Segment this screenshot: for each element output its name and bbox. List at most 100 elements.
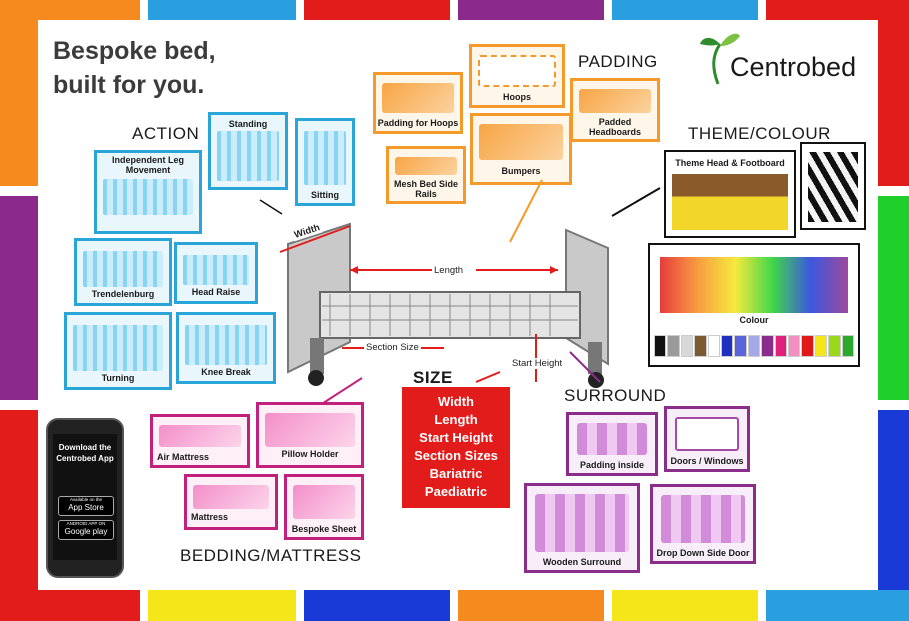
bed-frame-illustration <box>279 222 609 388</box>
caption: Sitting <box>311 190 339 200</box>
surround-wooden: Wooden Surround <box>524 483 640 573</box>
brand-name: Centrobed <box>730 52 857 82</box>
bedding-illustration <box>193 485 269 509</box>
frame-block <box>0 410 38 621</box>
surround-doors-windows: Doors / Windows <box>664 406 750 472</box>
padding-illustration <box>579 89 651 113</box>
bed-diagram <box>270 222 630 390</box>
centrobed-logo[interactable]: Centrobed <box>698 28 878 88</box>
bed-illustration <box>103 179 193 215</box>
colour-swatch <box>694 335 707 357</box>
bed-illustration <box>73 325 163 371</box>
google-play-badge[interactable]: ANDROID APP ON Google play <box>58 520 114 540</box>
colour-swatch <box>774 335 788 357</box>
action-independent-leg: Independent Leg Movement <box>94 150 202 234</box>
bedding-mattress: Mattress <box>184 474 278 530</box>
colour-swatches <box>654 335 855 357</box>
caption: Padding for Hoops <box>377 118 459 128</box>
bedding-illustration <box>159 425 241 447</box>
action-standing: Standing <box>208 112 288 190</box>
surround-illustration <box>577 423 647 455</box>
section-size: SIZE <box>413 368 453 387</box>
headline: Bespoke bed, built for you. <box>53 34 293 102</box>
frame-block <box>304 0 450 20</box>
bed-section-label: Section Size <box>364 342 421 353</box>
frame-block <box>148 590 296 621</box>
bedding-air-mattress: Air Mattress <box>150 414 250 468</box>
frame-block <box>878 410 909 621</box>
bed-illustration <box>183 255 249 285</box>
leaf-logo-icon <box>700 33 740 85</box>
section-action: ACTION <box>132 124 200 143</box>
section-surround: SURROUND <box>564 386 667 405</box>
caption: Padded Headboards <box>588 117 641 137</box>
bed-illustration <box>185 325 267 365</box>
theme-colour: Colour <box>648 243 860 367</box>
caption: Padding inside <box>579 460 644 470</box>
bedding-pillow-holder: Pillow Holder <box>256 402 364 468</box>
frame-block <box>0 590 140 621</box>
caption: Turning <box>101 373 135 383</box>
surround-padding-inside: Padding inside <box>566 412 658 476</box>
frame-block <box>612 0 758 20</box>
colour-swatch <box>747 335 761 357</box>
surround-drop-down-door: Drop Down Side Door <box>650 484 756 564</box>
action-sitting: Sitting <box>295 118 355 206</box>
theme-zebra <box>800 142 866 230</box>
surround-illustration <box>535 494 629 552</box>
caption: Wooden Surround <box>542 557 622 567</box>
bed-start-height-label: Start Height <box>510 358 565 369</box>
frame-block <box>0 196 38 400</box>
frame-block <box>766 590 909 621</box>
frame-block <box>766 0 909 20</box>
bedding-illustration <box>293 485 355 519</box>
section-theme: THEME/COLOUR <box>688 124 831 143</box>
action-turning: Turning <box>64 312 172 390</box>
theme-bed-illustration <box>672 174 788 230</box>
size-item: Width <box>438 394 474 409</box>
app-store-small: Available on the <box>70 497 102 502</box>
frame-block <box>304 590 450 621</box>
padding-illustration <box>395 157 457 175</box>
app-phone: Download the Centrobed App Available on … <box>46 418 124 578</box>
size-item: Bariatric <box>429 466 483 481</box>
action-head-raise: Head Raise <box>174 242 258 304</box>
size-item: Paediatric <box>424 484 488 499</box>
size-list: Width Length Start Height Section Sizes … <box>402 387 510 508</box>
bedding-illustration <box>265 413 355 447</box>
section-padding: PADDING <box>578 52 658 71</box>
rainbow-bed-illustration <box>660 257 848 313</box>
zebra-bed-illustration <box>808 152 858 222</box>
google-play-label: Google play <box>64 527 108 536</box>
caption: Mesh Bed Side Rails <box>393 179 458 199</box>
caption: Theme Head & Footboard <box>675 158 785 168</box>
colour-swatch <box>680 335 694 357</box>
caption: Head Raise <box>191 287 241 297</box>
colour-swatch <box>788 335 801 357</box>
padding-hoops-padding: Padding for Hoops <box>373 72 463 134</box>
caption: Colour <box>739 315 769 325</box>
padding-illustration <box>382 83 454 113</box>
caption: Pillow Holder <box>281 449 339 459</box>
caption: Independent Leg Movement <box>112 155 184 175</box>
app-store-badge[interactable]: Available on the App Store <box>58 496 114 516</box>
surround-illustration <box>661 495 745 543</box>
app-download-text: Download the Centrobed App <box>56 443 114 463</box>
bed-illustration <box>304 131 346 185</box>
padding-illustration <box>479 124 563 160</box>
padding-hoops: Hoops <box>469 44 565 108</box>
colour-swatch <box>761 335 774 357</box>
colour-swatch <box>814 335 828 357</box>
caption: Drop Down Side Door <box>656 548 750 558</box>
section-bedding: BEDDING/MATTRESS <box>180 546 362 565</box>
colour-swatch <box>841 335 855 357</box>
colour-swatch <box>707 335 721 357</box>
size-item: Section Sizes <box>414 448 498 463</box>
size-item: Length <box>434 412 478 427</box>
caption: Trendelenburg <box>91 289 155 299</box>
bed-length-label: Length <box>432 265 466 276</box>
frame-block <box>458 590 604 621</box>
caption: Doors / Windows <box>670 456 744 466</box>
action-knee-break: Knee Break <box>176 312 276 384</box>
